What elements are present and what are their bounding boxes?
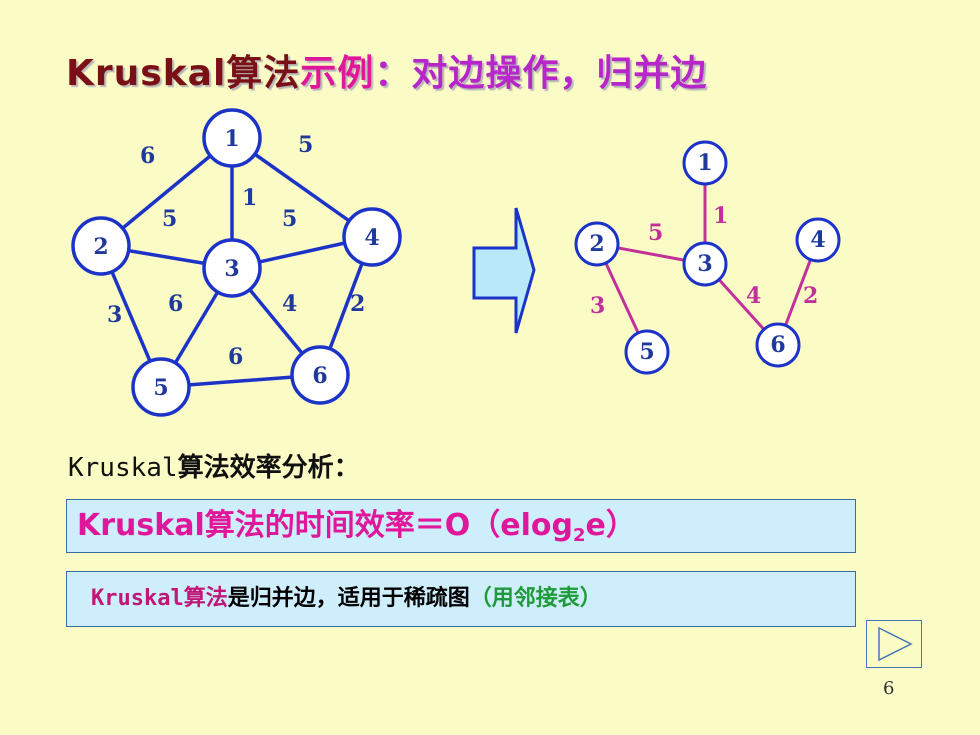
page-number: 6: [883, 678, 895, 699]
left-node-1: 1: [202, 108, 262, 168]
efficiency-analysis-heading: Kruskal算法效率分析：: [68, 447, 360, 484]
applicability-note-box: Kruskal算法是归并边，适用于稀疏图（用邻接表）: [66, 571, 856, 627]
left-node-5-label: 5: [153, 375, 168, 401]
right-node-1: 1: [682, 140, 728, 186]
weight-3-4: 5: [282, 206, 297, 232]
left-node-2: 2: [71, 216, 131, 276]
left-node-1-label: 1: [224, 126, 239, 152]
left-node-6-label: 6: [312, 363, 327, 389]
title-part-operation: ：对边操作，归并边: [374, 53, 708, 94]
weight-5-6: 6: [228, 344, 243, 370]
weight-2-3: 5: [162, 206, 177, 232]
efficiency-subscript: 2: [572, 525, 586, 546]
right-node-6-label: 6: [770, 332, 785, 358]
right-node-4-label: 4: [810, 227, 825, 253]
left-node-6: 6: [290, 345, 350, 405]
weight-2-5: 3: [107, 302, 122, 328]
next-slide-button[interactable]: [866, 620, 922, 668]
left-graph-weights: 6 1 5 5 5 3 6 4 2 6: [107, 132, 365, 370]
mst-weight-1-3: 1: [713, 203, 728, 229]
weight-1-4: 5: [298, 132, 313, 158]
weight-3-6: 4: [282, 291, 297, 317]
right-node-4: 4: [795, 217, 841, 263]
right-node-1-label: 1: [697, 150, 712, 176]
note-pink: 算法: [183, 586, 228, 611]
play-triangle-icon: [878, 626, 913, 662]
right-graph-nodes: 1 2 3 4 5 6: [574, 140, 841, 375]
graph-figure: 6 1 5 5 5 3 6 4 2 6 1 2 3 4 5: [71, 108, 841, 417]
right-node-5-label: 5: [639, 339, 654, 365]
right-graph-weights: 1 5 3 4 2: [590, 203, 818, 319]
right-node-6: 6: [755, 322, 801, 368]
heading-latin: Kruskal: [68, 453, 178, 483]
mst-weight-2-5: 3: [590, 293, 605, 319]
weight-4-6: 2: [350, 291, 365, 317]
mst-weight-3-6: 4: [746, 283, 761, 309]
left-graph-nodes: 1 2 3 4 5 6: [71, 108, 402, 417]
left-node-2-label: 2: [93, 234, 108, 260]
weight-3-5: 6: [168, 291, 183, 317]
right-arrow-icon: [472, 207, 536, 334]
note-green: （用邻接表）: [469, 586, 602, 611]
right-node-2-label: 2: [589, 231, 604, 257]
left-node-4: 4: [342, 207, 402, 267]
weight-1-3: 1: [242, 185, 257, 211]
title-part-example: 示例: [300, 53, 375, 94]
efficiency-suffix: e）: [585, 508, 636, 543]
weight-1-2: 6: [140, 143, 155, 169]
right-node-2: 2: [574, 221, 620, 267]
title-part-kruskal: Kruskal算法: [66, 53, 301, 94]
slide-title: Kruskal算法示例：对边操作，归并边: [66, 44, 707, 96]
left-node-3-label: 3: [224, 256, 239, 282]
left-node-4-label: 4: [364, 225, 379, 251]
mst-weight-4-6: 2: [803, 283, 818, 309]
note-black: 是归并边，适用于稀疏图: [227, 586, 470, 611]
right-node-5: 5: [624, 329, 670, 375]
heading-cjk: 算法效率分析：: [177, 453, 360, 483]
left-node-3: 3: [202, 238, 262, 298]
time-efficiency-box: Kruskal算法的时间效率＝O（elog2e）: [66, 499, 856, 553]
left-node-5: 5: [131, 357, 191, 417]
right-node-3-label: 3: [697, 251, 712, 277]
note-latin: Kruskal: [91, 586, 184, 611]
efficiency-prefix: Kruskal算法的时间效率＝O（elog: [77, 508, 573, 543]
right-node-3: 3: [682, 241, 728, 287]
mst-weight-2-3: 5: [648, 220, 663, 246]
